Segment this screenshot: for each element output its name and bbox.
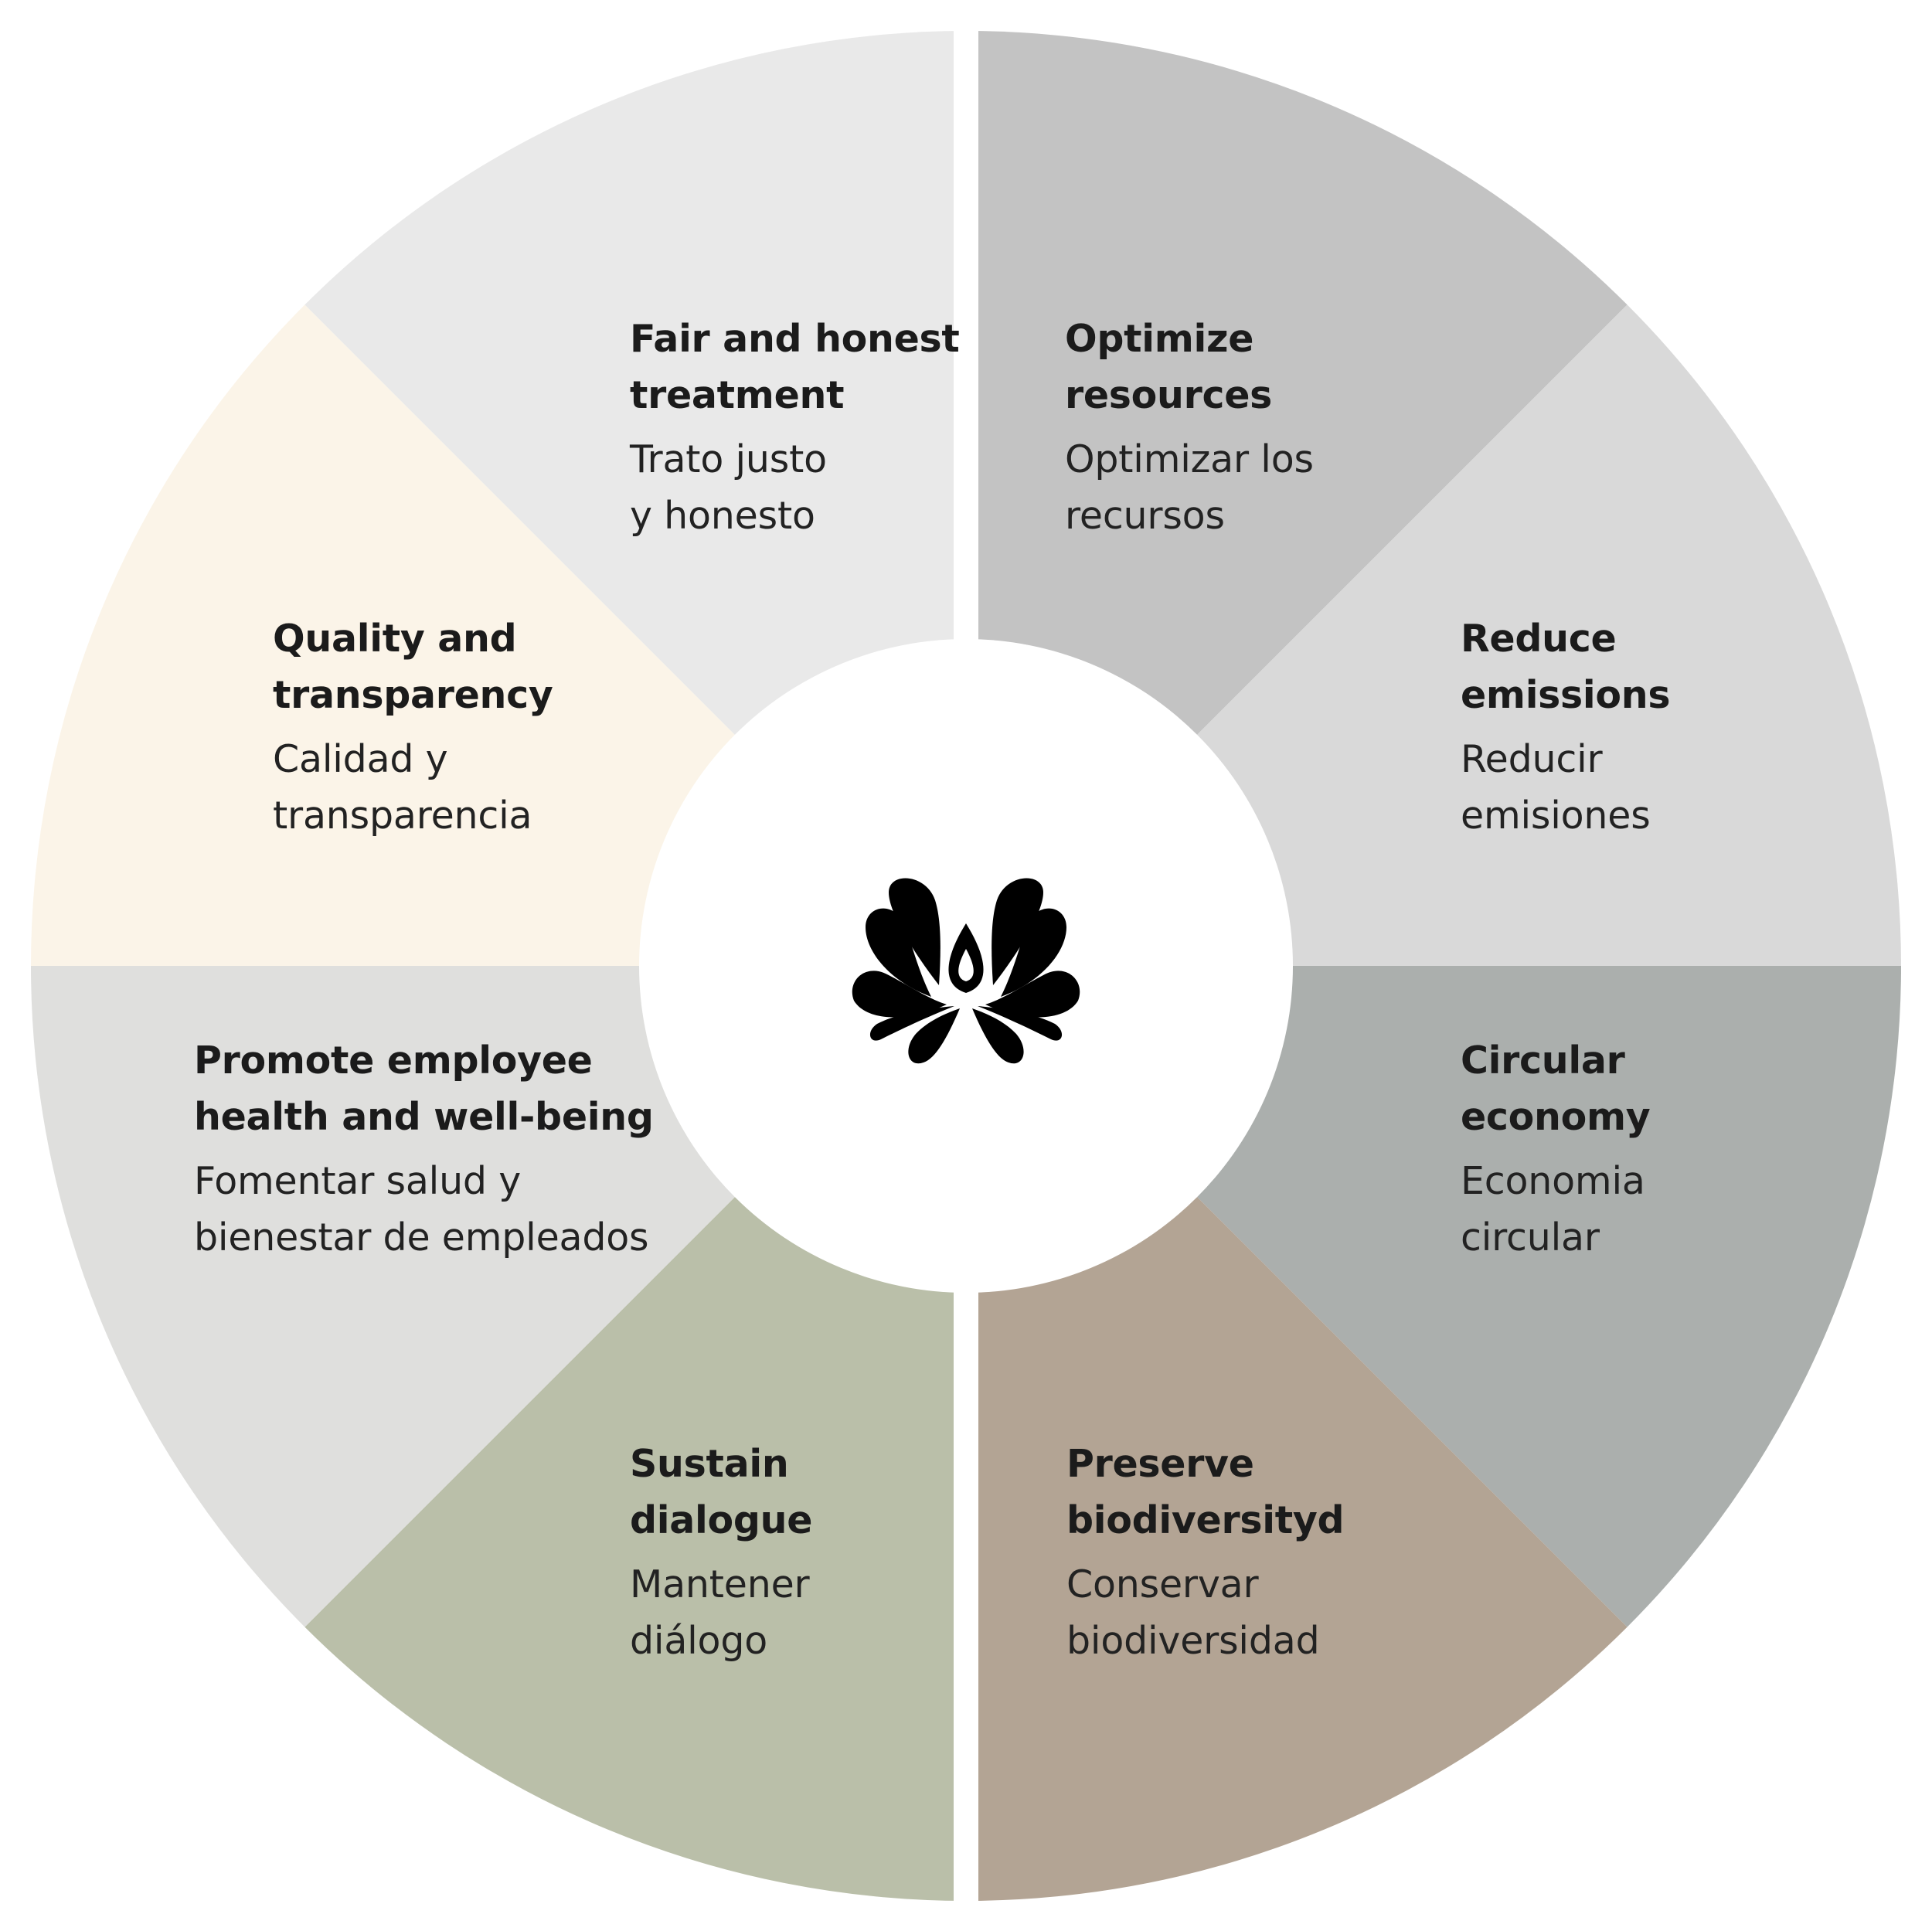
vertical-divider-bottom bbox=[954, 1267, 978, 1901]
lotus-petal bbox=[992, 878, 1043, 985]
segment-label-quality: Quality and transparency Calidad y trans… bbox=[273, 610, 553, 844]
segment-title-en: Reduce emissions bbox=[1461, 617, 1671, 717]
segment-label-fair: Fair and honest treatment Trato justo y … bbox=[630, 311, 960, 544]
segment-title-es: Calidad y transparencia bbox=[273, 737, 532, 838]
segment-title-en: Quality and transparency bbox=[273, 617, 553, 717]
segment-label-preserve: Preserve biodiversityd Conservar biodive… bbox=[1066, 1436, 1345, 1669]
segment-title-es: Economia circular bbox=[1461, 1159, 1645, 1260]
segment-title-en: Fair and honest treatment bbox=[630, 317, 960, 417]
lotus-icon bbox=[852, 878, 1080, 1064]
segment-title-es: Trato justo y honesto bbox=[630, 437, 827, 538]
lotus-petal bbox=[852, 971, 947, 1018]
segment-title-es: Mantener diálogo bbox=[630, 1562, 810, 1663]
lotus-petal bbox=[908, 1008, 960, 1064]
lotus-inner-drop bbox=[958, 949, 974, 981]
lotus-petal bbox=[869, 1006, 954, 1041]
segment-title-en: Preserve biodiversityd bbox=[1066, 1442, 1345, 1542]
segment-label-optimize: Optimize resources Optimizar los recurso… bbox=[1065, 311, 1314, 544]
segment-title-es: Reducir emisiones bbox=[1461, 737, 1651, 838]
lotus-petal bbox=[889, 878, 940, 985]
segment-label-promote: Promote employee health and well-being F… bbox=[194, 1032, 654, 1266]
segment-title-en: Optimize resources bbox=[1065, 317, 1273, 417]
segment-title-en: Promote employee health and well-being bbox=[194, 1039, 654, 1139]
lotus-petal bbox=[866, 908, 931, 997]
lotus-petal bbox=[978, 1006, 1063, 1041]
vertical-divider-top bbox=[954, 31, 978, 665]
segment-label-circular: Circular economy Economia circular bbox=[1461, 1032, 1651, 1266]
segment-label-reduce: Reduce emissions Reducir emisiones bbox=[1461, 610, 1671, 844]
lotus-petal bbox=[985, 971, 1080, 1018]
segment-title-en: Circular economy bbox=[1461, 1039, 1651, 1139]
segment-title-en: Sustain dialogue bbox=[630, 1442, 813, 1542]
segment-label-sustain: Sustain dialogue Mantener diálogo bbox=[630, 1436, 813, 1669]
segment-title-es: Fomentar salud y bienestar de empleados bbox=[194, 1159, 649, 1260]
lotus-petal bbox=[1001, 908, 1066, 997]
segment-title-es: Optimizar los recursos bbox=[1065, 437, 1314, 538]
lotus-petal bbox=[972, 1008, 1024, 1064]
segment-title-es: Conservar biodiversidad bbox=[1066, 1562, 1320, 1663]
